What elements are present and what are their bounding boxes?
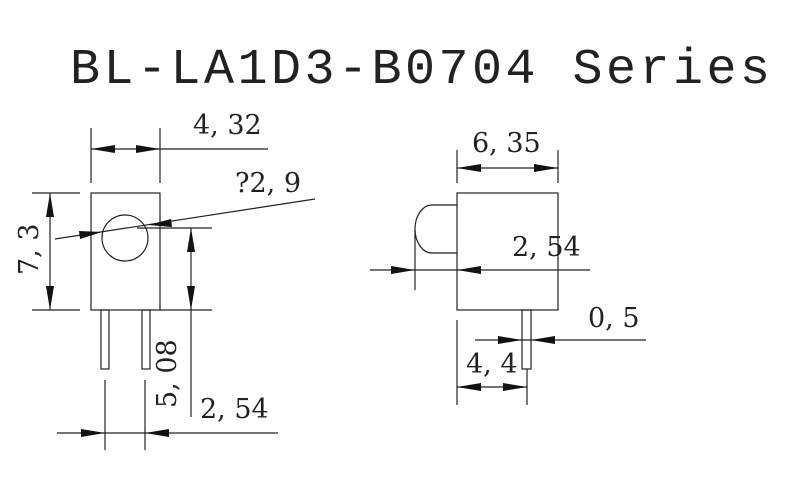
led-housing-side [456, 192, 559, 311]
arrow-icon [531, 336, 555, 344]
arrow-icon [136, 145, 160, 153]
dimension-lens-diameter: ?2, 9 [54, 168, 316, 240]
arrow-icon [503, 383, 527, 391]
dimension-depth: 6, 35 [456, 128, 559, 183]
led-housing-front [90, 192, 161, 311]
dimension-width: 4, 32 [90, 110, 268, 183]
dimension-label-width: 4, 32 [193, 110, 262, 141]
dimension-height: 7, 3 [14, 192, 80, 311]
dimension-label-depth: 6, 35 [472, 128, 541, 159]
dimension-label-height: 7, 3 [14, 223, 45, 275]
dimension-label-pin-width: 0, 5 [588, 303, 640, 334]
arrow-icon [498, 336, 522, 344]
pin-right [141, 309, 151, 370]
arrow-icon [187, 228, 195, 252]
arrow-icon [46, 286, 54, 310]
dimension-pin-offset: 4, 4 [456, 320, 528, 405]
arrow-icon [457, 164, 481, 172]
arrow-icon [81, 429, 105, 437]
arrow-icon [145, 429, 169, 437]
dimension-label-pin-pitch: 2, 54 [200, 394, 269, 425]
dimension-lens-protrusion: 2, 54 [370, 230, 590, 290]
dimension-lens-height: 5, 08 [137, 227, 212, 417]
arrow-icon [91, 145, 115, 153]
front-view: 4, 32 ?2, 9 7, 3 5, 08 [14, 110, 316, 450]
side-view: 6, 35 2, 54 0, 5 4, 4 [370, 128, 646, 405]
arrow-icon [534, 164, 558, 172]
dimension-label-lens-height: 5, 08 [152, 339, 183, 408]
lens-circle [101, 214, 149, 262]
dimension-pin-pitch: 2, 54 [57, 380, 278, 450]
dimension-label-lens-protrusion: 2, 54 [512, 232, 581, 263]
arrow-icon [457, 383, 481, 391]
arrow-icon [187, 286, 195, 310]
lens-dome [414, 204, 457, 254]
arrow-icon [391, 266, 415, 274]
dimension-label-lens-diameter: ?2, 9 [235, 168, 301, 199]
drawing-title: BL-LA1D3-B0704 Series [70, 42, 770, 99]
pin-left [100, 309, 110, 370]
arrow-icon [148, 219, 172, 227]
dimension-label-pin-offset: 4, 4 [466, 349, 518, 380]
arrow-icon [79, 231, 102, 239]
arrow-icon [457, 266, 481, 274]
arrow-icon [46, 193, 54, 217]
dimension-pin-width: 0, 5 [475, 303, 646, 344]
